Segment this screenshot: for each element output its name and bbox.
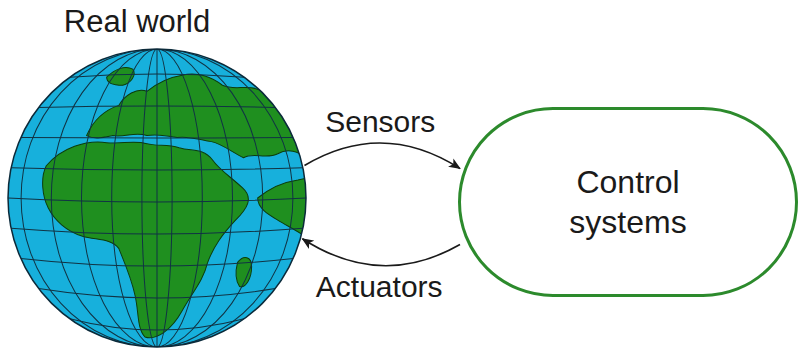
globe-heading: Real world bbox=[6, 4, 268, 40]
globe-illustration bbox=[6, 47, 308, 349]
control-box: Control systems bbox=[458, 107, 798, 297]
world-globe: Real world bbox=[6, 0, 310, 351]
edge-label: Sensors bbox=[322, 105, 438, 139]
edge-label: Actuators bbox=[313, 270, 446, 304]
box-label: Control systems bbox=[518, 162, 738, 242]
sensor-arrow bbox=[304, 143, 460, 169]
actuator-arrow bbox=[302, 239, 460, 266]
